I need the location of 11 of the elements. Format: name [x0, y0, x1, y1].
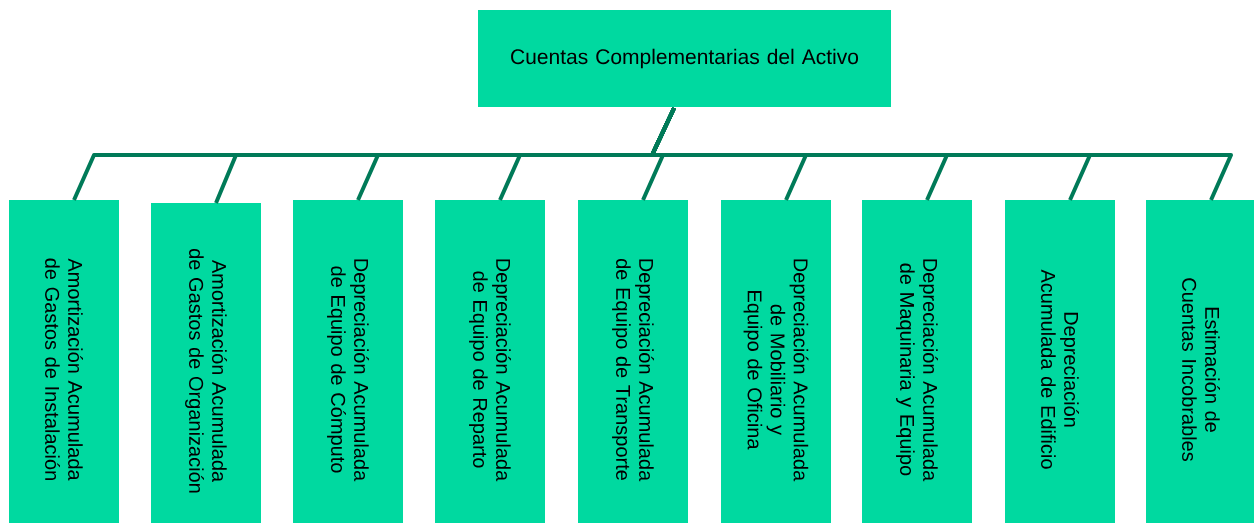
account-box: Depreciación Acumulada de Maquinaria y Equipo [862, 200, 972, 523]
account-box: Depreciación Acumulada de Mobiliario y Equipo de Oficina [721, 200, 831, 523]
account-box: Depreciación Acumulada de Equipo de Cómputo [293, 200, 403, 523]
account-box: Depreciación Acumulada de Equipo de Transporte [578, 200, 688, 523]
connector [650, 107, 1233, 201]
account-box: Amortización Acumulada de Gastos de Organización [151, 203, 261, 523]
account-box: Depreciación Acumulada de Equipo de Reparto [435, 200, 545, 523]
account-box: Depreciación Acumulada de Edificio [1005, 200, 1115, 523]
root-box: Cuentas Complementarias del Activo [478, 10, 891, 107]
account-box: Amortización Acumulada de Gastos de Instalación [9, 200, 119, 523]
account-box: Estimación de Cuentas Incobrables [1146, 200, 1254, 523]
